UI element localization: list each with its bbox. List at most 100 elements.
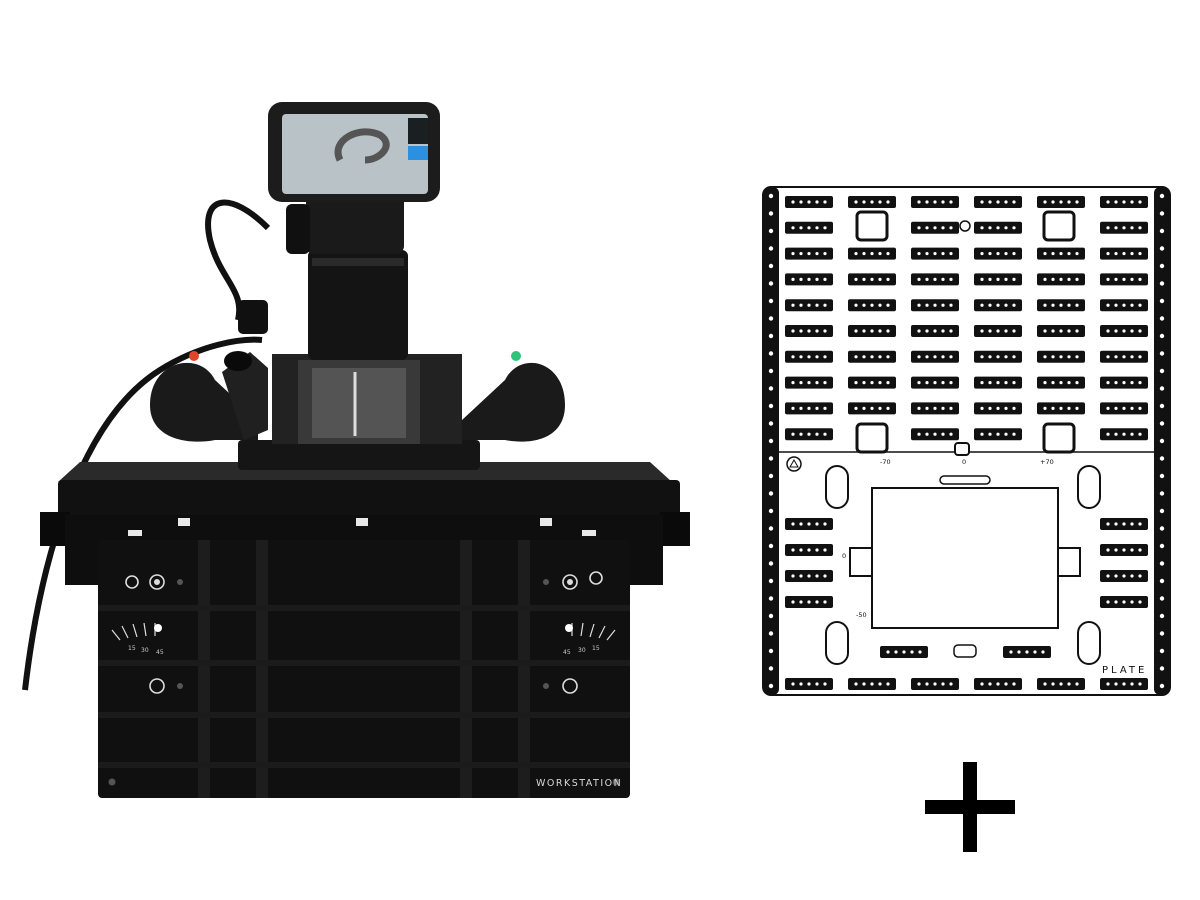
plate-slot: [911, 350, 959, 363]
plate-slot: [1037, 196, 1085, 208]
rail-hole: [1159, 648, 1165, 654]
right-scale-tick-3: 15: [592, 645, 600, 652]
plate-slot: [911, 678, 959, 690]
rail-hole: [1159, 403, 1165, 409]
rail-hole: [1159, 526, 1165, 531]
plate-slot: [1037, 299, 1085, 312]
plate-slot: [785, 299, 833, 312]
rail-hole: [1159, 543, 1165, 549]
plate-slot: [1100, 518, 1148, 530]
rail-hole: [1159, 561, 1165, 566]
plate-slot: [1100, 273, 1148, 286]
motor-column: [308, 250, 408, 360]
plate-slot: [1100, 402, 1148, 415]
plus-symbol: [925, 762, 1015, 852]
rail-hole: [1159, 368, 1165, 374]
left-scale-tick-1: 15: [128, 645, 136, 652]
rail-hole: [768, 666, 774, 671]
plate-slot: [974, 428, 1022, 441]
plate-slot: [1100, 325, 1148, 337]
rail-hole: [768, 263, 774, 269]
plate-slot: [1100, 221, 1148, 234]
rail-hole: [768, 333, 774, 339]
left-scale-tick-3: 45: [156, 649, 164, 656]
router-base: [238, 440, 480, 470]
plate: -70 0 +70 0 -50 PLATE: [762, 186, 1171, 696]
rail-hole: [1159, 246, 1165, 251]
rail-hole: [768, 491, 774, 496]
plate-slot: [974, 350, 1022, 363]
plate-slot: [848, 196, 896, 208]
plate-scale-bottom: -50: [856, 611, 867, 619]
keyhole-slots: [825, 465, 1101, 665]
left-handle-button: [189, 351, 199, 361]
rail-hole: [768, 648, 774, 654]
rail-hole: [768, 246, 774, 251]
plate-slot: [1100, 196, 1148, 208]
plate-square-pads: [855, 210, 1076, 454]
rail-hole: [768, 193, 774, 199]
plate-slot: [785, 247, 833, 260]
rail-hole: [1159, 211, 1165, 216]
plate-slot: [1100, 544, 1148, 556]
right-handle-button: [511, 351, 521, 361]
plate-scale-right: +70: [1040, 458, 1054, 466]
plate-slot: [848, 402, 896, 415]
plate-slot: [974, 376, 1022, 389]
rail-hole: [768, 508, 774, 514]
rail-hole: [768, 421, 774, 426]
plate-slot: [974, 402, 1022, 415]
rail-hole: [768, 403, 774, 409]
plate-slot: [848, 273, 896, 286]
rail-hole: [768, 543, 774, 549]
plate-slot: [974, 273, 1022, 286]
screen-accent: [408, 146, 428, 160]
plate-slot: [785, 221, 833, 234]
rail-hole: [768, 683, 774, 689]
plate-slot: [911, 376, 959, 389]
plate-slot: [974, 221, 1022, 234]
right-scale-tick-1: 45: [563, 649, 571, 656]
workstation-front-panel: [98, 540, 630, 798]
plate-slot: [785, 402, 833, 415]
plate-slot: [785, 596, 833, 608]
rail-hole: [1159, 683, 1165, 689]
workstation: 15 30 45 45 30 15 WORKSTATION: [22, 199, 690, 798]
rail-hole: [1159, 316, 1165, 321]
plate-slot: [785, 518, 833, 530]
screw: [108, 778, 116, 786]
plate-slot: [848, 299, 896, 312]
rail-hole: [1159, 613, 1165, 619]
plate-slot: [1037, 273, 1085, 286]
plate-slot: [1037, 247, 1085, 260]
left-scale-indicator: [154, 624, 162, 632]
plate-slot: [911, 196, 959, 208]
plate-slot: [1100, 596, 1148, 608]
rail-hole: [1159, 333, 1165, 339]
plate-slot: [848, 247, 896, 260]
left-handle: [150, 362, 258, 442]
right-handle: [462, 362, 565, 442]
plate-slot: [785, 544, 833, 556]
plate-slot: [785, 325, 833, 337]
plate-scale-center: 0: [962, 458, 966, 466]
rail-hole: [1159, 491, 1165, 496]
rail-hole: [1159, 473, 1165, 479]
plate-slot: [1100, 299, 1148, 312]
plate-slot: [1100, 428, 1148, 441]
plate-slot: [1037, 325, 1085, 337]
rail-hole: [768, 386, 774, 391]
plate-slot: [1100, 247, 1148, 260]
plate-slot: [785, 570, 833, 582]
plate-slot: [911, 273, 959, 286]
rail-hole: [1159, 438, 1165, 444]
rail-hole: [768, 368, 774, 374]
plate-slot: [974, 196, 1022, 208]
plate-slot: [1100, 350, 1148, 363]
plate-scale-left: -70: [880, 458, 891, 466]
workstation-label: WORKSTATION: [536, 778, 622, 789]
rail-hole: [1159, 281, 1165, 286]
plate-slot: [911, 325, 959, 337]
rail-hole: [768, 561, 774, 566]
